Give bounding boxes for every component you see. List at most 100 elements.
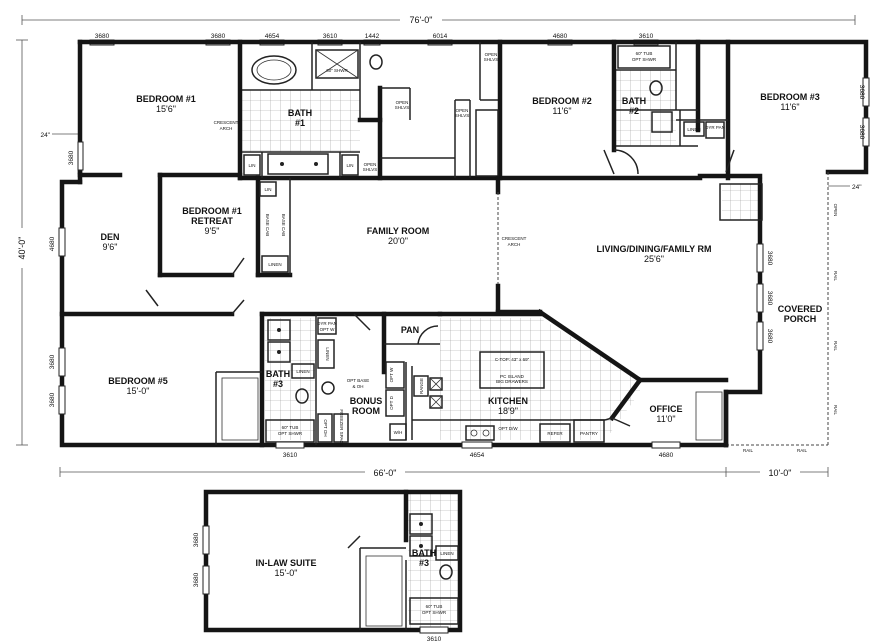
refer-label: REFER [547,431,563,436]
closet-open-label: OPEN [396,100,409,105]
inlaw-shower: OPT SHWR [422,610,447,615]
open-shelves-1b: SHLVS [363,167,377,172]
porch-name1: COVERED [778,304,823,314]
dim-bottom-1: 3610 [283,452,298,459]
base-cab-2: BASE CAB [281,214,286,237]
dim-top-5: 1442 [365,33,380,40]
overall-depth: 40'-0" [17,237,27,260]
kitchen-size: 18'9" [498,406,518,416]
bonus-freezer: FREEZER SPACE [339,409,344,446]
bath2-name: BATH [622,96,646,106]
retreat-name1: BEDROOM #1 [182,206,242,216]
retreat-name2: RETREAT [191,216,233,226]
bath3-number: #3 [273,379,283,389]
island-ctop: C-TOP: 43" x 69" [495,357,530,362]
dim-top-6: 6014 [433,33,448,40]
bath3-tub: 60" TUB [282,425,299,430]
porch-name2: PORCH [784,314,817,324]
bonus-name1: BONUS [350,396,383,406]
bonus-dyr: DYR PAN [317,321,337,326]
dim-inlaw-1: 3680 [193,532,200,547]
dim-living-1: 3680 [766,251,773,266]
overall-dimensions: 76'-0" 40'-0" 66'-0" 10'-0" 24" 24" [14,13,862,478]
open-shelves-3b: SHLVS [484,57,498,62]
bath3-linen: LINEN [296,369,309,374]
water-heater: W/H [394,430,403,435]
retreat-linen: LINEN [268,262,281,267]
den-size: 9'6" [103,242,118,252]
dim-left-upper: 3680 [68,150,75,165]
covered-porch: OPEN RAIL RAIL RAIL RAIL RAIL COVERED PO… [726,172,838,453]
dim-bottom-3: 4680 [659,452,674,459]
bonus-opt-oh: & OH [352,384,363,389]
retreat-size: 9'5" [205,226,220,236]
bath2-tub: 60" TUB [636,51,653,56]
dim-top-4: 3610 [323,33,338,40]
closet-shlvs-label: SHLVS [395,105,409,110]
porch-open: OPEN [833,204,838,217]
dim-bottom-2: 4654 [470,452,485,459]
porch-rail-5: RAIL [797,448,808,453]
den-name: DEN [100,232,119,242]
lin-2: LIN [346,163,353,168]
pan-name: PAN [401,325,419,335]
crescent-arch-b1b: ARCH [220,126,233,131]
dim-inlaw-bottom: 3610 [427,636,442,643]
kitchen-tile [440,318,640,440]
base-cab-1: BASE CAB [265,214,270,237]
overall-width-top: 76'-0" [410,15,433,25]
bath2-tile [616,70,676,146]
open-shelves-1: OPEN [364,162,377,167]
bonus-name2: ROOM [352,406,380,416]
bonus-opt-oh2: OPT OH [323,419,328,436]
bonus-optw: OPT W [320,327,335,332]
kitchen-dw: OPT D/W [498,426,518,431]
bath1-tile [242,90,360,152]
entry-tile [722,184,762,220]
crescent-arch-living: CRESCENT [502,236,527,241]
bedroom1-size: 15'6" [156,104,176,114]
porch-rail-3: RAIL [833,405,838,416]
dim-top-2: 3680 [211,33,226,40]
bedroom5-name: BEDROOM #5 [108,376,168,386]
inlaw-name: IN-LAW SUITE [256,558,317,568]
dim-right-1: 3680 [858,85,865,100]
dim-living-2: 3680 [766,291,773,306]
bedroom5-size: 15'-0" [127,386,150,396]
bedroom2-name: BEDROOM #2 [532,96,592,106]
bath3-name: BATH [266,369,290,379]
bedroom1-name: BEDROOM #1 [136,94,196,104]
range-label: RANGE [419,378,424,394]
family-size: 20'0" [388,236,408,246]
bath2-number: #2 [629,106,639,116]
bonus-opt-base: OPT BASE [347,378,369,383]
office-size: 11'0" [656,414,675,424]
pantry-label: PANTRY [580,431,598,436]
crescent-arch-living-b: ARCH [508,242,521,247]
bath2-linen: LINEN [687,127,700,132]
overhang-right: 24" [852,184,862,191]
bath2-shower: OPT SHWR [632,57,657,62]
office-name: OFFICE [650,404,683,414]
bedroom2-size: 11'6" [552,106,571,116]
dim-b5-2: 3680 [49,392,56,407]
inlaw-size: 15'-0" [275,568,298,578]
inlaw-linen: LINEN [440,551,453,556]
island-drawers: BIG DRAWERS [496,379,528,384]
retreat-lin: LIN [264,187,271,192]
dim-left-den: 4680 [49,236,56,251]
dim-living-3: 3680 [766,329,773,344]
bedroom3-size: 11'6" [780,102,799,112]
living-name: LIVING/DINING/FAMILY RM [596,244,711,254]
island-pc: PC ISLAND [500,374,525,379]
open-shelves-2: OPEN [456,108,469,113]
lin-1: LIN [248,163,255,168]
inlaw-bath-number: #3 [419,558,429,568]
overhang-left: 24" [40,132,50,139]
dim-right-2: 3680 [858,125,865,140]
dim-top-8: 3610 [639,33,654,40]
porch-width: 10'-0" [769,468,792,478]
bedroom3-name: BEDROOM #3 [760,92,820,102]
overall-width-bottom: 66'-0" [374,468,397,478]
